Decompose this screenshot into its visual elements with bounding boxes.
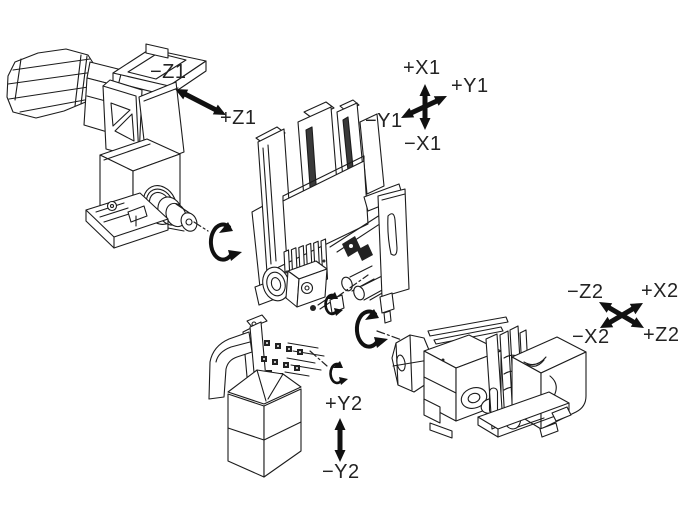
spindle-head-unit-drawing (6, 43, 207, 249)
y2-axis-arrow (334, 418, 346, 462)
rotation-arrow-tool-small-1 (324, 292, 343, 316)
y1-axis-arrow (401, 96, 447, 118)
leader-line-spindle2 (376, 330, 403, 341)
leader-line-spindle1 (193, 221, 209, 232)
leader-line-tool2 (309, 350, 328, 367)
z1-axis-arrow (175, 89, 226, 115)
label-x2-minus: −X2 (572, 326, 610, 348)
label-x1-minus: −X1 (404, 133, 442, 155)
rotation-arrow-tool-small-2 (329, 361, 348, 385)
label-x1-plus: +X1 (403, 57, 441, 79)
label-y1-plus: +Y1 (451, 75, 489, 97)
label-y2-plus: +Y2 (325, 393, 363, 415)
axis-arrows (175, 84, 644, 462)
x2-axis-arrow (600, 303, 643, 328)
gang-tool-post-drawing (251, 99, 410, 324)
turret-column-drawing (208, 314, 325, 478)
rotation-arrow-spindle-2 (354, 309, 388, 349)
label-y1-minus: −Y1 (365, 110, 403, 132)
label-z2-plus: +Z2 (643, 324, 680, 346)
leader-line-tool1 (336, 274, 369, 298)
rotation-arrow-spindle-1 (208, 222, 242, 262)
leader-lines (193, 221, 403, 367)
label-z1-plus: +Z1 (220, 107, 257, 129)
rotation-arrows (208, 222, 388, 385)
label-z2-minus: −Z2 (567, 281, 604, 303)
cross-slide-unit-drawing (391, 316, 587, 439)
label-z1-minus: −Z1 (150, 61, 187, 83)
label-x2-plus: +X2 (641, 280, 679, 302)
label-y2-minus: −Y2 (322, 461, 360, 483)
